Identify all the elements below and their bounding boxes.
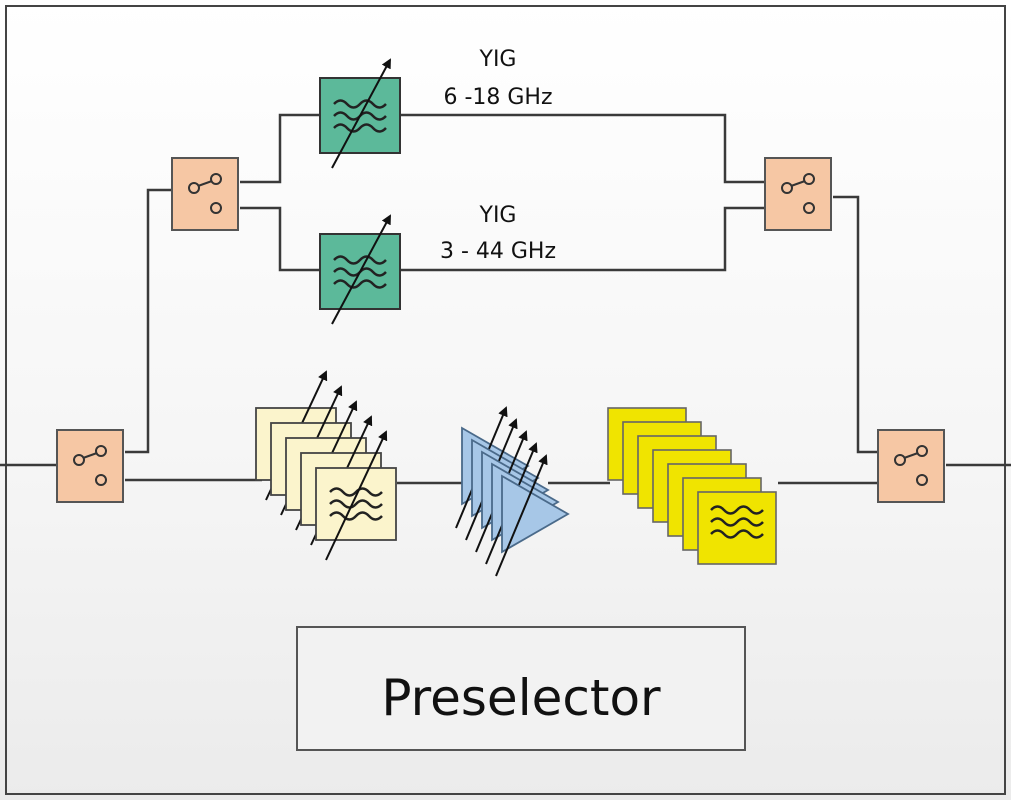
fixed-filter-bank: [607, 407, 777, 565]
yig-1-name: YIG: [479, 47, 517, 72]
yig-1-range: 6 -18 GHz: [443, 85, 552, 110]
preselector-box: [296, 626, 746, 751]
input-switch: [56, 429, 124, 503]
yig-filter-3-44: [319, 214, 401, 325]
connection-lines: [0, 113, 1011, 485]
branch-switch: [171, 157, 239, 231]
preselector-label: Preselector: [381, 669, 661, 727]
yig-2-name: YIG: [479, 203, 517, 228]
yig-filter-6-18: [319, 58, 401, 169]
combine-switch: [764, 157, 832, 231]
outer-border: [5, 5, 1006, 795]
tunable-filter-bank: [255, 370, 397, 561]
yig-2-range: 3 - 44 GHz: [440, 239, 556, 264]
amplifier-bank: [455, 406, 570, 577]
output-switch: [877, 429, 945, 503]
